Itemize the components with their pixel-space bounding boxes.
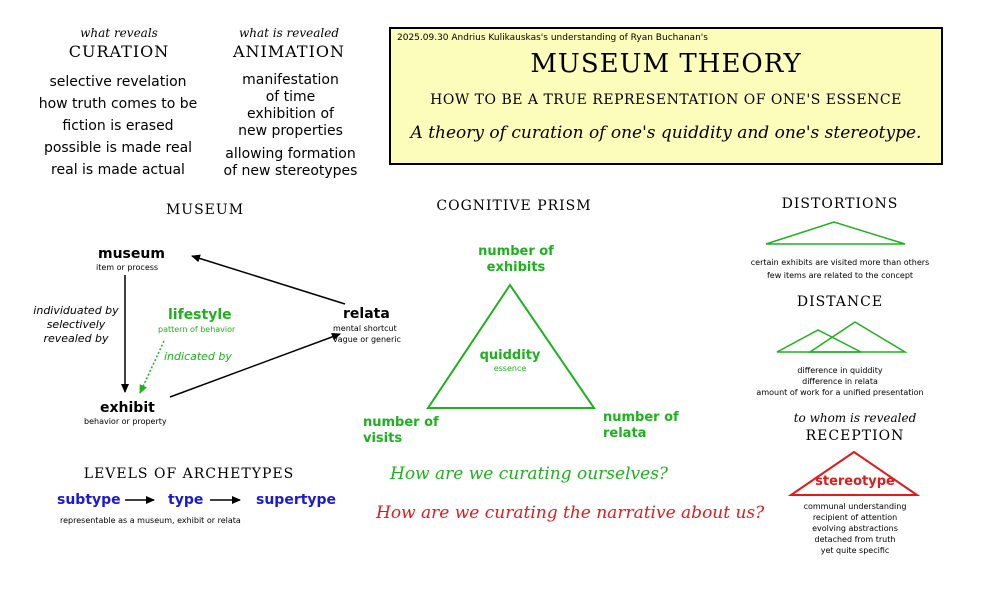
page-subtitle: HOW TO BE A TRUE REPRESENTATION OF ONE'S… — [430, 92, 902, 108]
curation-item: selective revelation — [49, 74, 187, 90]
animation-item: exhibition of — [247, 106, 334, 122]
question-narrative: How are we curating the narrative about … — [376, 503, 765, 523]
animation-heading: ANIMATION — [232, 42, 346, 61]
distance-triangle-small — [776, 329, 862, 353]
node-lifestyle-sub: pattern of behavior — [158, 325, 236, 334]
node-relata-sub: mental shortcut vague or generic — [333, 323, 401, 345]
label-individuated: individuated by selectively revealed by — [30, 304, 122, 346]
arrow-lifestyle-to-exhibit — [139, 340, 165, 394]
node-relata-sub1: mental shortcut — [333, 324, 397, 333]
animation-item: manifestation — [242, 72, 339, 88]
curation-item: fiction is erased — [62, 118, 174, 134]
reception-line: evolving abstractions — [812, 524, 898, 533]
reception-text: communal understanding recipient of atte… — [760, 501, 950, 556]
reception-triangle-label: stereotype — [815, 474, 895, 489]
level-type: type — [168, 492, 204, 508]
prism-center-label: quiddity — [479, 348, 541, 363]
distance-line: difference in quiddity — [797, 366, 883, 375]
prism-left-label: number of visits — [363, 415, 439, 447]
title-box: 2025.09.30 Andrius Kulikauskas's underst… — [389, 27, 943, 165]
question-ourselves: How are we curating ourselves? — [390, 464, 669, 484]
node-lifestyle-label: lifestyle — [168, 307, 232, 323]
distance-line: difference in relata — [802, 377, 878, 386]
distortions-line: certain exhibits are visited more than o… — [750, 258, 930, 267]
reception-line: recipient of attention — [812, 513, 898, 522]
curation-list: selective revelation how truth comes to … — [38, 71, 198, 181]
node-museum-label: museum — [98, 246, 165, 262]
level-supertype: supertype — [256, 492, 337, 508]
curation-kicker: what reveals — [80, 26, 158, 40]
prism-right-line: relata — [603, 426, 647, 441]
distance-heading: DISTANCE — [796, 294, 884, 310]
distortions-triangle — [765, 221, 906, 245]
animation-item: new properties — [238, 123, 343, 139]
label-indicated: indicated by — [164, 350, 232, 363]
arrow-relata-to-museum — [191, 254, 346, 305]
reception-heading: RECEPTION — [805, 428, 905, 444]
arrow-exhibit-to-relata — [169, 333, 341, 398]
museum-heading: MUSEUM — [165, 202, 245, 218]
distance-text: difference in quiddity difference in rel… — [730, 365, 950, 398]
reception-line: yet quite specific — [820, 546, 890, 555]
prism-right-line: number of — [603, 410, 679, 425]
label-individuated-line: revealed by — [43, 332, 109, 345]
prism-left-line: number of — [363, 415, 439, 430]
distance-line: amount of work for a unified presentatio… — [756, 388, 924, 397]
prism-heading: COGNITIVE PRISM — [436, 198, 592, 214]
curation-item: how truth comes to be — [38, 96, 198, 112]
level-subtype: subtype — [57, 492, 121, 508]
label-individuated-line: selectively — [46, 318, 106, 331]
distance-triangle-large — [807, 321, 908, 353]
prism-right-label: number of relata — [603, 410, 679, 442]
reception-kicker: to whom is revealed — [793, 411, 917, 425]
cognitive-prism-triangle — [426, 283, 596, 409]
node-exhibit-sub: behavior or property — [84, 417, 167, 426]
node-exhibit-label: exhibit — [100, 400, 155, 416]
node-museum-sub: item or process — [96, 263, 159, 272]
distortions-line: few items are related to the concept — [766, 271, 914, 280]
prism-top-line: number of — [478, 244, 554, 259]
title-meta: 2025.09.30 Andrius Kulikauskas's underst… — [397, 33, 708, 43]
animation-list: manifestation of time exhibition of new … — [213, 72, 368, 180]
reception-triangle — [787, 450, 921, 496]
curation-item: real is made actual — [51, 162, 185, 178]
levels-note: representable as a museum, exhibit or re… — [60, 516, 241, 525]
animation-item: allowing formation — [225, 146, 356, 162]
curation-heading: CURATION — [68, 42, 170, 61]
animation-kicker: what is revealed — [238, 26, 340, 40]
levels-heading: LEVELS OF ARCHETYPES — [83, 466, 295, 482]
label-individuated-line: individuated by — [33, 304, 119, 317]
distortions-heading: DISTORTIONS — [781, 196, 899, 212]
curation-item: possible is made real — [43, 140, 193, 156]
animation-item: of new stereotypes — [223, 163, 358, 179]
prism-top-label: number of exhibits — [466, 244, 566, 276]
node-relata-sub2: vague or generic — [333, 335, 401, 344]
reception-line: detached from truth — [814, 535, 896, 544]
page-tagline: A theory of curation of one's quiddity a… — [410, 123, 922, 143]
prism-top-line: exhibits — [486, 260, 546, 275]
distortions-text: certain exhibits are visited more than o… — [740, 256, 940, 282]
page-title: MUSEUM THEORY — [530, 49, 802, 79]
animation-item: of time — [265, 89, 316, 105]
prism-center-sub: essence — [493, 364, 527, 373]
node-relata-label: relata — [343, 306, 390, 322]
prism-left-line: visits — [363, 431, 403, 446]
reception-line: communal understanding — [803, 502, 907, 511]
